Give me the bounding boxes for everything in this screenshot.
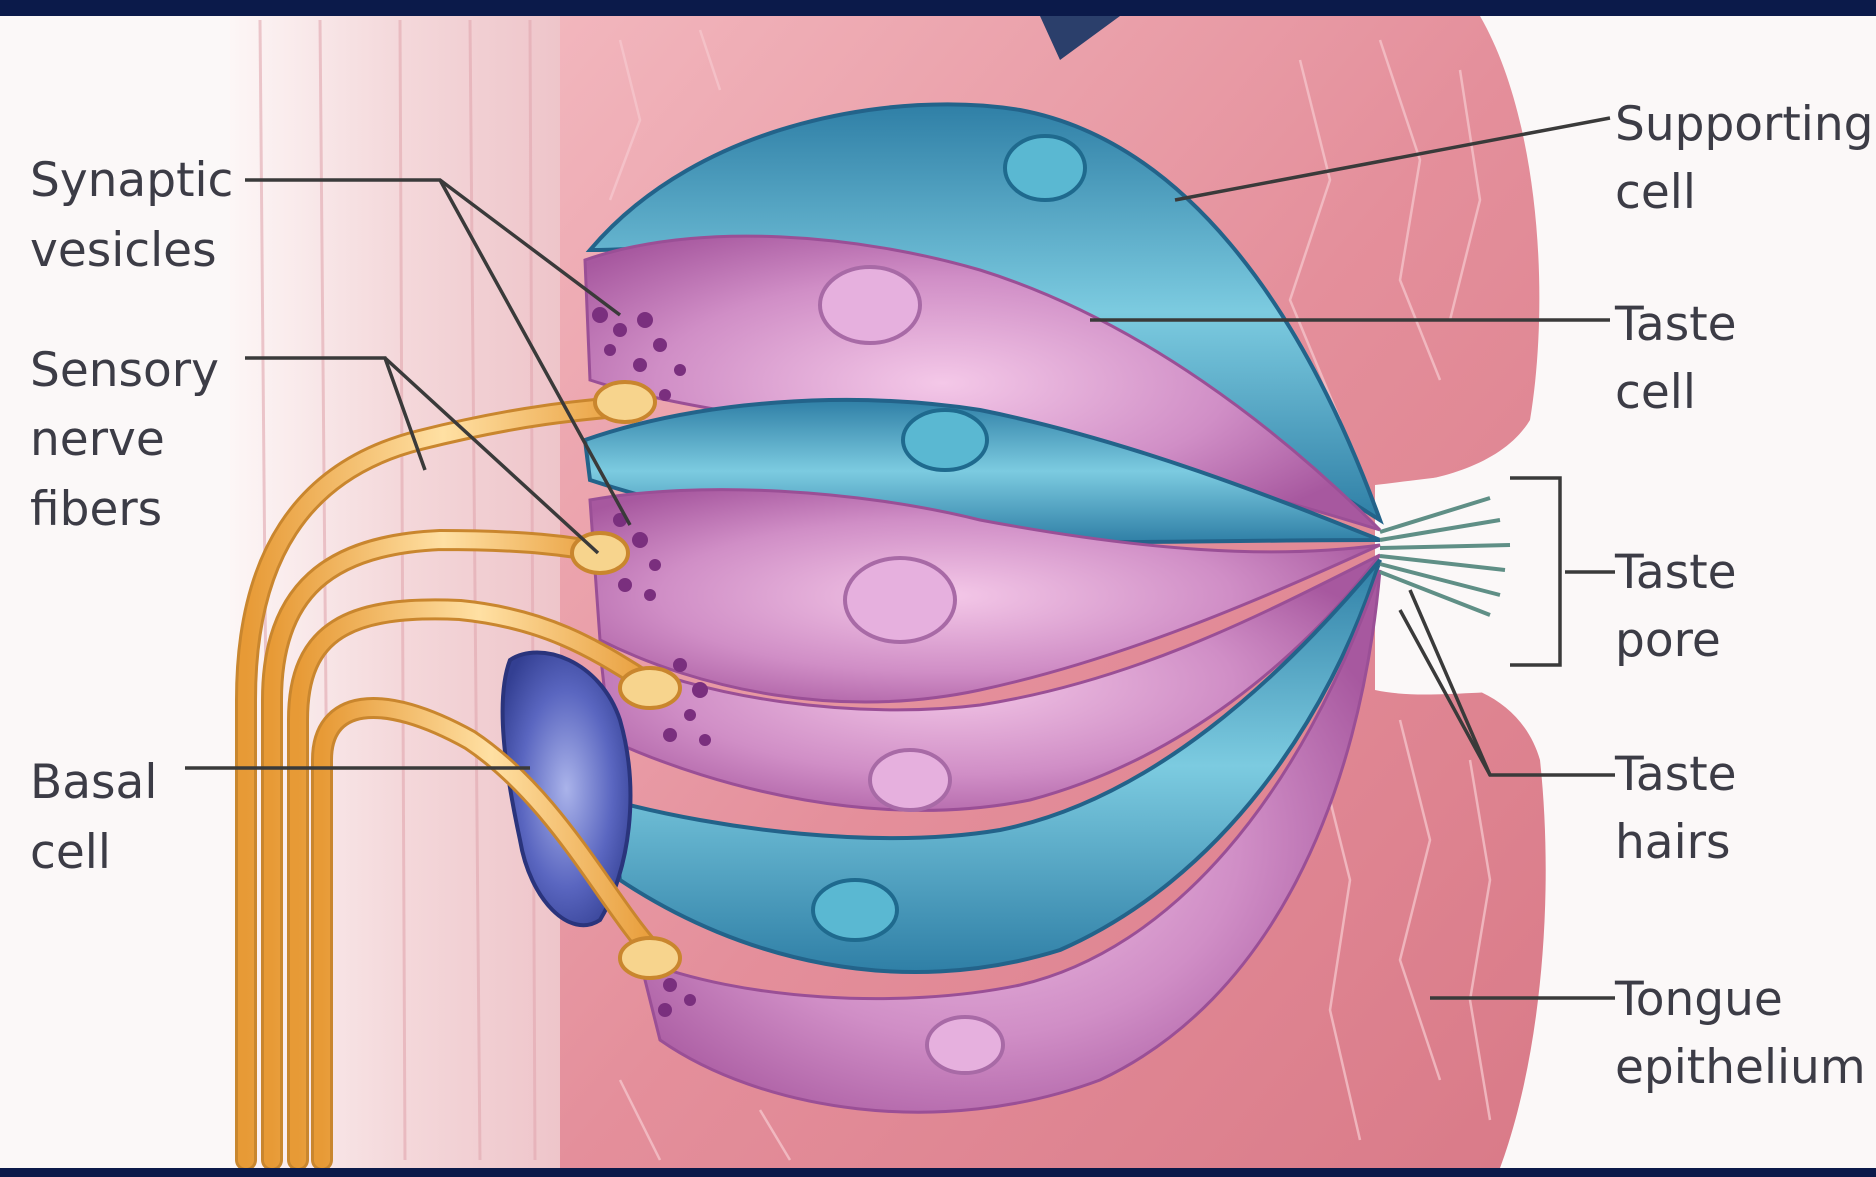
label-tongue-epithelium-line1: Tongue	[1614, 972, 1783, 1027]
label-sensory-nerve-fibers-line1: Sensory	[30, 343, 219, 398]
label-taste-cell-line1: Taste	[1614, 297, 1737, 352]
label-taste-pore-line2: pore	[1615, 613, 1721, 668]
bottom-border	[0, 1168, 1876, 1177]
label-taste-pore-line1: Taste	[1614, 545, 1737, 600]
label-synaptic-vesicles-line2: vesicles	[30, 223, 217, 278]
label-sensory-nerve-fibers-line2: nerve	[30, 412, 165, 467]
label-taste-cell-line2: cell	[1615, 365, 1696, 420]
label-basal-cell-line1: Basal	[30, 755, 157, 810]
label-taste-hairs-line1: Taste	[1614, 747, 1737, 802]
label-tongue-epithelium-line2: epithelium	[1615, 1040, 1866, 1095]
top-border	[0, 0, 1876, 16]
label-synaptic-vesicles-line1: Synaptic	[30, 153, 233, 208]
label-basal-cell-line2: cell	[30, 825, 111, 880]
label-taste-hairs-line2: hairs	[1615, 815, 1730, 870]
label-supporting-cell-line2: cell	[1615, 165, 1696, 220]
label-supporting-cell-line1: Supporting	[1615, 97, 1873, 152]
label-sensory-nerve-fibers-line3: fibers	[30, 482, 162, 537]
